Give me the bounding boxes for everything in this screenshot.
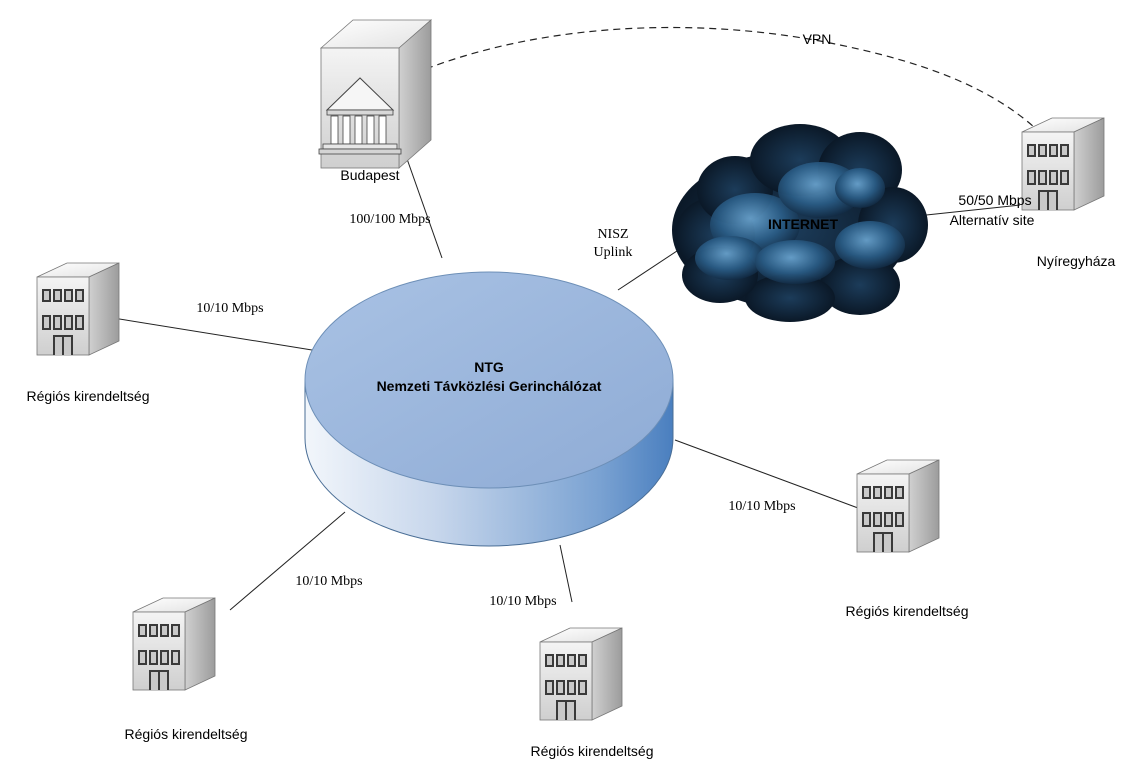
regional-office-label-bottom-left: Régiós kirendeltség bbox=[125, 726, 248, 742]
budapest-label: Budapest bbox=[340, 167, 399, 183]
left-bandwidth-label: 10/10 Mbps bbox=[196, 301, 263, 316]
link-bottom-regional bbox=[559, 544, 573, 603]
vpn-tunnel-line bbox=[381, 26, 1086, 196]
regional-office-label-right: Régiós kirendeltség bbox=[846, 603, 969, 619]
regional-office-label-bottom: Régiós kirendeltség bbox=[531, 743, 654, 759]
bottom-bandwidth-label: 10/10 Mbps bbox=[489, 594, 556, 609]
budapest-bandwidth-label: 100/100 Mbps bbox=[349, 212, 430, 227]
link-left-regional bbox=[81, 312, 313, 351]
link-internet-uplink bbox=[617, 244, 687, 291]
office-building-icon-nyiregyhaza bbox=[1021, 117, 1105, 211]
budapest-building-icon bbox=[318, 19, 433, 169]
regional-office-label-left: Régiós kirendeltség bbox=[27, 388, 150, 404]
nyiregyhaza-role-label: Alternatív site bbox=[950, 212, 1035, 228]
hub-title: NTG bbox=[474, 359, 504, 375]
internet-label: INTERNET bbox=[768, 216, 838, 232]
office-building-icon-right bbox=[856, 459, 940, 553]
nyiregyhaza-label: Nyíregyháza bbox=[1037, 253, 1116, 269]
uplink-label-line2: Uplink bbox=[594, 245, 633, 260]
uplink-label-line1: NISZ bbox=[597, 227, 628, 242]
ntg-backbone-cylinder bbox=[304, 271, 674, 547]
hub-subtitle: Nemzeti Távközlési Gerinchálózat bbox=[377, 378, 602, 394]
link-right-regional bbox=[674, 439, 859, 509]
bottom-left-bandwidth-label: 10/10 Mbps bbox=[295, 574, 362, 589]
vpn-label: VPN bbox=[803, 31, 832, 47]
office-building-icon-bottom bbox=[539, 627, 623, 721]
link-bottom-left-regional bbox=[229, 511, 346, 611]
internet-cloud-icon bbox=[672, 124, 928, 322]
office-building-icon-bottom-left bbox=[132, 597, 216, 691]
office-building-icon-left bbox=[36, 262, 120, 356]
right-bandwidth-label: 10/10 Mbps bbox=[728, 499, 795, 514]
nyiregyhaza-bandwidth-label: 50/50 Mbps bbox=[958, 192, 1031, 208]
